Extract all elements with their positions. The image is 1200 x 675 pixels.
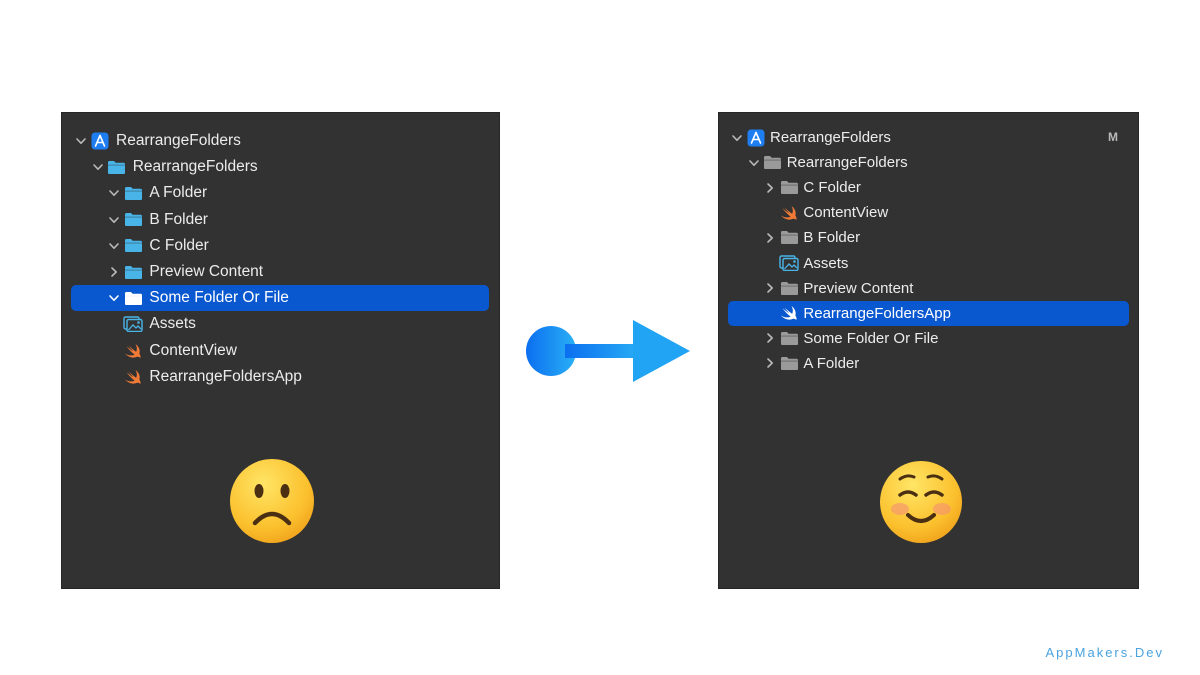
tree-row[interactable]: B Folder: [719, 225, 1138, 250]
tree-row[interactable]: A Folder: [719, 351, 1138, 376]
tree-row[interactable]: Some Folder Or File: [62, 285, 499, 312]
chevron-down-icon[interactable]: [108, 187, 120, 199]
tree-row[interactable]: Assets: [62, 311, 499, 337]
tree-row[interactable]: RearrangeFolders: [62, 154, 499, 180]
tree-row[interactable]: Preview Content: [719, 276, 1138, 301]
asset-catalog-icon: [779, 254, 800, 272]
tree-row[interactable]: A Folder: [62, 180, 499, 206]
tree-row-label: Some Folder Or File: [149, 289, 289, 307]
folder-icon: [123, 237, 143, 255]
tree-row[interactable]: RearrangeFoldersApp: [62, 364, 499, 390]
tree-row-label: ContentView: [149, 341, 237, 359]
folder-icon: [123, 289, 143, 307]
tree-row-label: C Folder: [149, 236, 209, 254]
tree-row[interactable]: ContentView: [62, 338, 499, 364]
arrow-right-icon: [525, 318, 693, 389]
tree-row[interactable]: Assets: [719, 251, 1138, 276]
tree-row-label: RearrangeFolders: [116, 132, 241, 149]
tree-row[interactable]: RearrangeFoldersApp: [719, 300, 1138, 326]
chevron-down-icon[interactable]: [108, 214, 120, 226]
tree-row-label: Some Folder Or File: [803, 329, 939, 347]
xcode-project-icon: [90, 132, 110, 150]
folder-icon: [779, 329, 799, 347]
chevron-down-icon[interactable]: [748, 157, 760, 169]
chevron-right-icon[interactable]: [764, 182, 776, 194]
tree-row-label: A Folder: [803, 354, 860, 372]
folder-icon: [107, 158, 127, 176]
chevron-down-icon[interactable]: [108, 240, 120, 252]
tree-row-label: RearrangeFolders: [786, 154, 908, 172]
tree-row[interactable]: RearrangeFolders: [719, 150, 1138, 175]
swift-file-icon: [123, 368, 143, 386]
tree-row-label: Assets: [149, 315, 196, 333]
tree-row[interactable]: C Folder: [719, 175, 1138, 200]
folder-icon: [779, 229, 799, 247]
folder-icon: [779, 179, 799, 197]
tree-row-label: Preview Content: [803, 279, 914, 297]
smiling-face-icon: [878, 459, 964, 550]
swift-file-icon: [779, 304, 799, 322]
tree-row-label: B Folder: [149, 210, 208, 228]
asset-catalog-icon: [123, 315, 144, 333]
tree-row[interactable]: C Folder: [62, 233, 499, 259]
tree-row-label: RearrangeFoldersApp: [149, 367, 302, 385]
tree-row-label: Preview Content: [149, 263, 264, 280]
tree-row-label: RearrangeFolders: [770, 129, 891, 146]
chevron-down-icon[interactable]: [731, 132, 743, 144]
tree-row[interactable]: Preview Content: [62, 259, 499, 285]
tree-row-label: C Folder: [803, 179, 861, 197]
tree-row[interactable]: ContentView: [719, 200, 1138, 225]
tree-row-label: B Folder: [803, 229, 861, 247]
sad-face-icon: [228, 457, 316, 550]
modified-badge: M: [1108, 130, 1118, 144]
tree-row[interactable]: Some Folder Or File: [719, 326, 1138, 351]
tree-row[interactable]: B Folder: [62, 207, 499, 233]
chevron-down-icon[interactable]: [75, 135, 87, 147]
chevron-down-icon[interactable]: [108, 292, 120, 304]
folder-icon: [779, 279, 799, 297]
tree-row-label: A Folder: [149, 184, 208, 202]
tree-row-label: ContentView: [803, 204, 889, 222]
chevron-right-icon[interactable]: [764, 357, 776, 369]
tree-row[interactable]: RearrangeFolders: [719, 125, 1138, 150]
tree-row-label: RearrangeFoldersApp: [803, 304, 951, 322]
folder-icon: [779, 354, 799, 372]
chevron-right-icon[interactable]: [108, 266, 120, 278]
chevron-down-icon[interactable]: [92, 161, 104, 173]
tree-row-label: RearrangeFolders: [132, 158, 258, 176]
tree-row-label: Assets: [803, 254, 849, 272]
xcode-project-icon: [746, 129, 766, 147]
folder-icon: [763, 154, 783, 172]
swift-file-icon: [779, 204, 799, 222]
tree-row[interactable]: RearrangeFolders: [62, 128, 499, 154]
folder-icon: [123, 184, 143, 202]
chevron-right-icon[interactable]: [764, 232, 776, 244]
folder-icon: [123, 211, 143, 229]
swift-file-icon: [123, 342, 143, 360]
watermark-text: AppMakers.Dev: [1045, 645, 1164, 660]
chevron-right-icon[interactable]: [764, 282, 776, 294]
chevron-right-icon[interactable]: [764, 332, 776, 344]
folder-icon: [123, 263, 143, 281]
